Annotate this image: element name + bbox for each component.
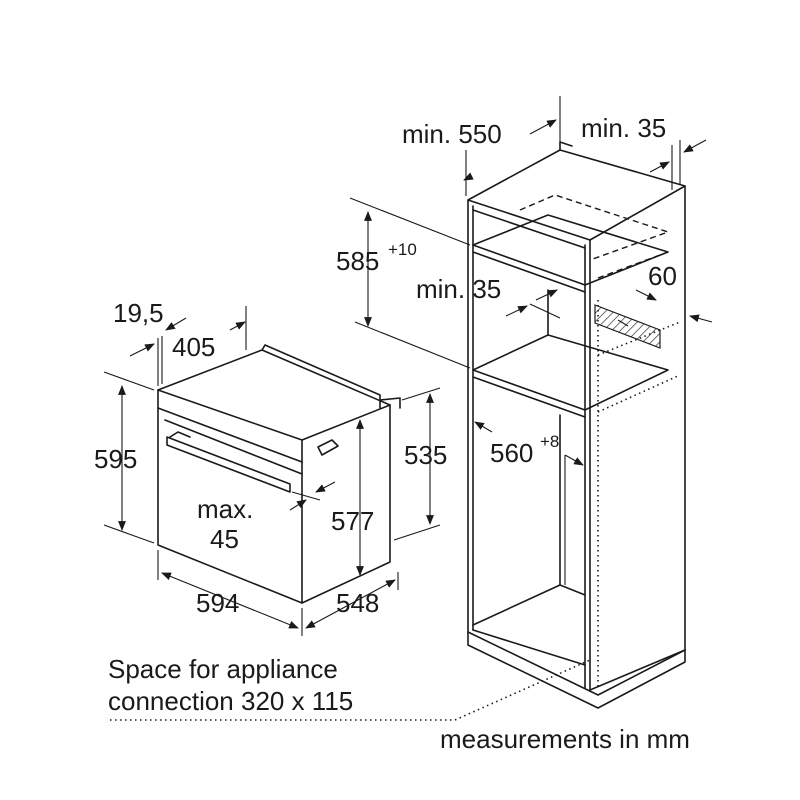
- label-units: measurements in mm: [440, 724, 690, 754]
- label-min-35-mid: min. 35: [416, 274, 501, 304]
- upper-shelf-back: [472, 214, 669, 286]
- middle-shelf-front: [472, 369, 586, 411]
- w594-dim: [161, 572, 299, 629]
- bottom-shelf-front: [472, 629, 586, 666]
- label-577: 577: [331, 506, 374, 536]
- oven-control-band2: [164, 419, 303, 475]
- min-35-mid-leader: [529, 303, 561, 319]
- label-585-sup: +10: [388, 240, 417, 259]
- label-max-45: 45: [210, 524, 239, 554]
- label-548: 548: [336, 588, 379, 618]
- min-550-dim: [463, 172, 474, 181]
- h535-ext-top: [401, 387, 441, 401]
- ventilation-slot-fixing: [617, 319, 629, 327]
- ventilation-slot: [594, 304, 661, 349]
- upper-shelf-front: [472, 244, 586, 286]
- h595-ext-top: [103, 371, 155, 391]
- labels: min. 550 min. 35 585 +10 min. 35 60 560 …: [94, 113, 690, 754]
- min-35-mid-arrow1: [535, 289, 558, 301]
- oven-door-handle: [166, 436, 291, 493]
- upper-shelf-front2: [472, 251, 586, 293]
- d60-arrow-right: [689, 314, 713, 323]
- hidden-top-back: [519, 194, 671, 261]
- tall-cabinet: [467, 141, 686, 709]
- label-19-5: 19,5: [113, 298, 164, 328]
- oven: [157, 344, 401, 604]
- oven-back-mount: [261, 344, 381, 409]
- oven-handle-stub-left: [169, 431, 191, 438]
- cabinet-plinth: [467, 631, 686, 709]
- d405-arrow: [229, 321, 246, 331]
- label-535: 535: [404, 440, 447, 470]
- label-560: 560: [490, 438, 533, 468]
- label-405: 405: [172, 332, 215, 362]
- cabinet-top-lip: [559, 141, 573, 151]
- w560-arrow-left: [474, 421, 493, 433]
- label-60: 60: [648, 261, 677, 291]
- middle-shelf-front2: [472, 376, 586, 418]
- d548-dim: [305, 579, 396, 629]
- label-595: 595: [94, 444, 137, 474]
- d19-arrow: [129, 343, 155, 357]
- h535-ext-bottom: [393, 524, 441, 541]
- label-594: 594: [196, 588, 239, 618]
- label-space-line2: connection 320 x 115: [108, 686, 353, 716]
- middle-shelf-back: [472, 334, 669, 411]
- min-550-dim-right: [529, 119, 557, 135]
- label-max: max.: [197, 494, 253, 524]
- label-space-line1: Space for appliance: [108, 654, 338, 684]
- label-560-sup: +8: [540, 432, 559, 451]
- oven-back-mount2: [379, 397, 401, 409]
- oven-side-notch: [317, 439, 339, 456]
- hidden-dotted-shelf: [597, 374, 681, 413]
- max45-arrow1: [289, 499, 307, 511]
- max45-ext: [291, 491, 321, 501]
- hidden-upper-back: [597, 251, 669, 279]
- label-min-35-top: min. 35: [581, 113, 666, 143]
- space-leader: [110, 659, 591, 721]
- upper-opening-top: [472, 209, 586, 249]
- cabinet-plinth-top: [467, 631, 686, 696]
- d19-arrow2: [165, 317, 187, 331]
- h585-ext-top: [349, 197, 471, 246]
- max45-arrow2: [315, 481, 336, 493]
- w560-arrow-right: [564, 454, 584, 466]
- dimensions: [103, 96, 713, 721]
- min-35-mid-arrow2: [505, 305, 528, 317]
- h585-ext-bottom: [354, 321, 471, 369]
- h595-ext-bottom: [103, 524, 155, 544]
- min-35-top-arrow2: [683, 139, 707, 153]
- label-585: 585: [336, 246, 379, 276]
- min-35-top-arrow1: [649, 161, 670, 173]
- bottom-shelf: [472, 584, 586, 626]
- oven-control-band: [157, 407, 303, 463]
- d60-arrow-top: [635, 289, 657, 301]
- oven-top: [157, 349, 391, 441]
- label-min-550: min. 550: [402, 119, 502, 149]
